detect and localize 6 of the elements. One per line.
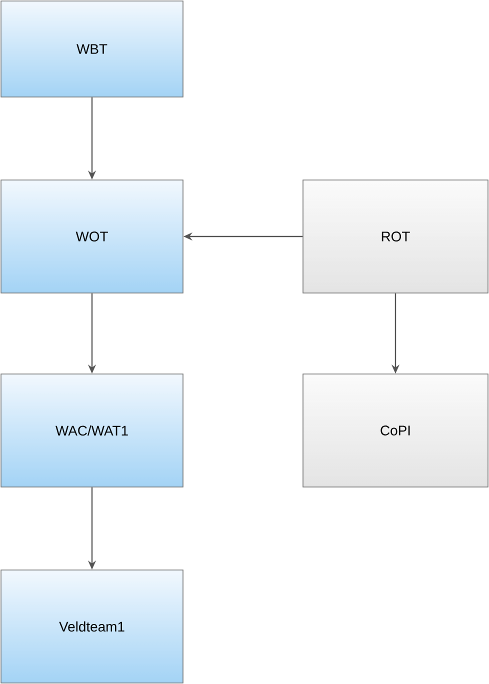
process-box: WBT [0,0,184,98]
process-box: Veldteam1 [0,570,184,684]
process-box: WAC/WAT1 [0,374,184,488]
process-box: CoPI [302,374,488,488]
process-box: WOT [0,180,184,294]
process-box: ROT [302,180,488,294]
